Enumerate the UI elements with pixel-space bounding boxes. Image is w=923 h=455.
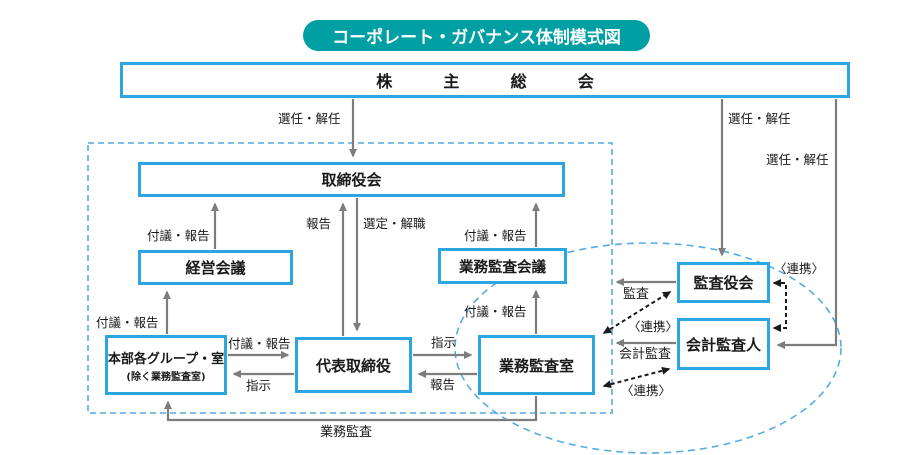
label-instruct-hq: 指示 xyxy=(246,378,272,393)
accounting-auditor-label: 会計監査人 xyxy=(685,335,761,354)
hq-groups-note: (除く業務監査室) xyxy=(126,371,206,383)
arrow-business-audit-loop xyxy=(164,396,538,422)
label-submit-report-office-to-meeting: 付議・報告 xyxy=(464,304,527,319)
label-submit-report-mgmt: 付議・報告 xyxy=(147,228,210,243)
label-business-audit: 業務監査 xyxy=(320,425,373,440)
board-of-directors-label: 取締役会 xyxy=(321,171,382,189)
label-cooperation-auditors-acct: 〈連携〉 xyxy=(774,261,825,276)
box-business-audit-office: 業務監査室 xyxy=(478,335,595,395)
label-appoint-dismiss-board: 選任・解任 xyxy=(278,111,341,126)
label-submit-report-hq-to-mgmt: 付議・報告 xyxy=(96,315,159,330)
hq-groups-label: 本部各グループ・室 xyxy=(107,351,225,367)
diagram-title-text: コーポレート・ガバナンス体制模式図 xyxy=(332,28,621,48)
board-of-auditors-label: 監査役会 xyxy=(693,274,754,292)
label-appoint-dismiss-acct: 選任・解任 xyxy=(766,152,829,167)
internal-group-dashed-rect xyxy=(87,142,613,414)
label-report-office-to-rep: 報告 xyxy=(430,377,456,392)
box-shareholders-meeting: 株主総会 xyxy=(120,62,850,98)
arrow-shareholders-to-acct-auditor xyxy=(776,99,838,349)
link-auditors-acct-cooperation xyxy=(772,279,787,332)
label-select-remove: 選定・解職 xyxy=(363,216,426,231)
label-submit-report-hq-to-rep: 付議・報告 xyxy=(228,336,291,351)
shareholders-meeting-label: 株主総会 xyxy=(376,72,645,91)
box-board-of-directors: 取締役会 xyxy=(138,162,565,197)
business-audit-office-label: 業務監査室 xyxy=(498,356,574,375)
label-report-to-board: 報告 xyxy=(306,216,332,231)
representative-director-label: 代表取締役 xyxy=(315,356,391,375)
label-audit: 監査 xyxy=(623,287,650,302)
label-cooperation-office-auditors: 〈連携〉 xyxy=(628,319,679,334)
business-audit-meeting-label: 業務監査会議 xyxy=(459,259,546,276)
audit-group-dashed-ellipse xyxy=(454,242,842,454)
box-management-meeting: 経営会議 xyxy=(138,250,293,285)
management-meeting-label: 経営会議 xyxy=(185,259,246,277)
box-representative-director: 代表取締役 xyxy=(295,337,412,393)
label-submit-report-audit-meeting: 付議・報告 xyxy=(464,228,527,243)
label-cooperation-office-acct: 〈連携〉 xyxy=(621,383,672,398)
box-hq-groups: 本部各グループ・室 (除く業務監査室) xyxy=(105,335,227,395)
box-business-audit-meeting: 業務監査会議 xyxy=(438,248,567,284)
box-accounting-auditor: 会計監査人 xyxy=(677,318,770,370)
label-instruct-office: 指示 xyxy=(431,335,457,350)
label-appoint-dismiss-auditors: 選任・解任 xyxy=(728,111,791,126)
label-accounting-audit: 会計監査 xyxy=(619,347,672,362)
diagram-title: コーポレート・ガバナンス体制模式図 xyxy=(303,20,650,51)
box-board-of-auditors: 監査役会 xyxy=(677,262,770,303)
link-office-auditors-cooperation xyxy=(602,291,672,334)
